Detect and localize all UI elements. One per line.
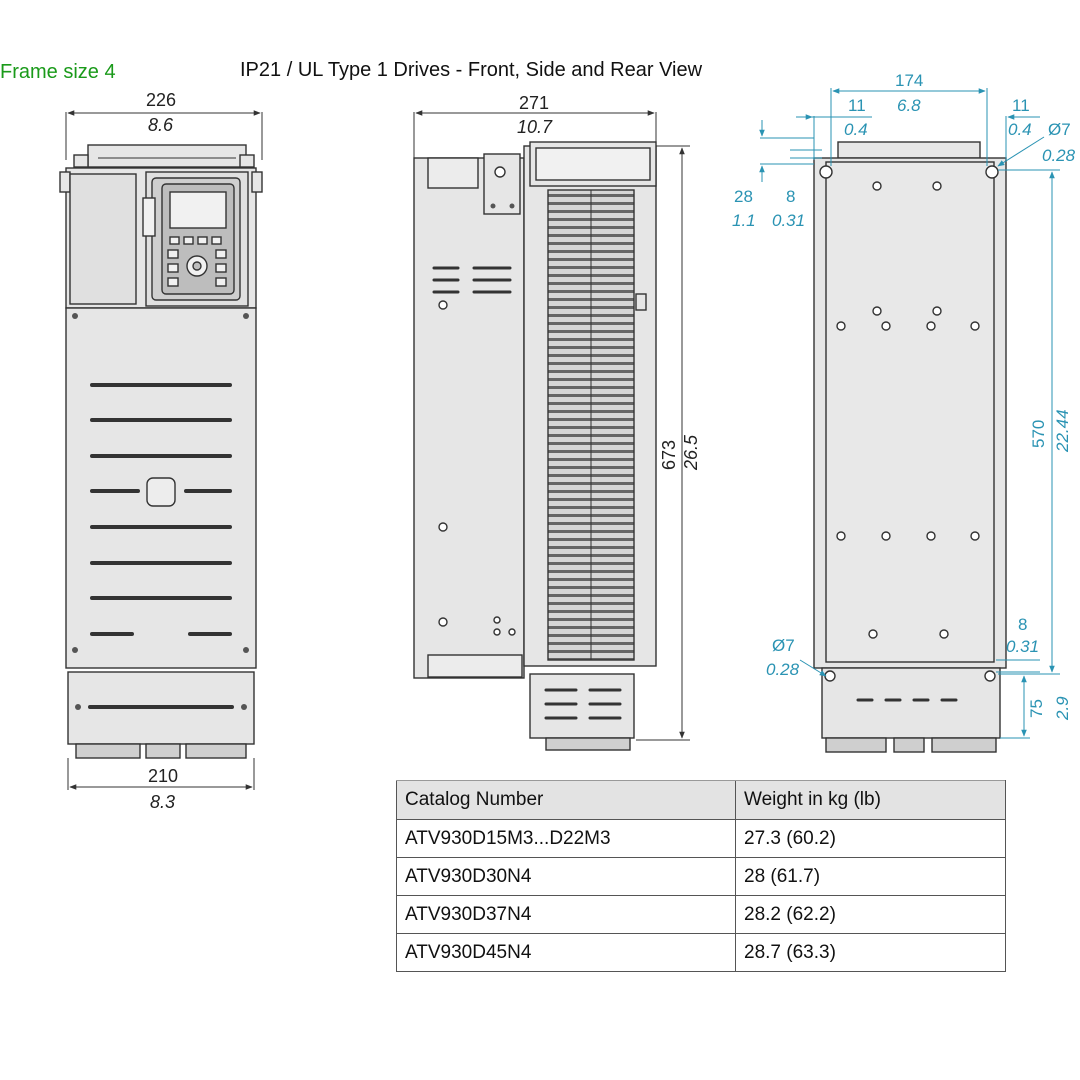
- rear-top-margin-mm: 28: [734, 187, 753, 206]
- table-row: ATV930D45N4 28.7 (63.3): [396, 933, 1006, 972]
- table-header-row: Catalog Number Weight in kg (lb): [396, 780, 1006, 820]
- weight-table-container: Catalog Number Weight in kg (lb) ATV930D…: [396, 780, 1006, 972]
- table-row: ATV930D15M3...D22M3 27.3 (60.2): [396, 819, 1006, 858]
- rear-bottom-margin-mm: 75: [1027, 699, 1046, 718]
- rear-mount-height-in: 22.44: [1053, 409, 1072, 453]
- header-weight: Weight in kg (lb): [735, 780, 1006, 820]
- catalog-number-cell: ATV930D37N4: [396, 895, 736, 934]
- rear-top-slot-mm: 8: [786, 187, 795, 206]
- front-bottom-width-mm: 210: [148, 766, 178, 786]
- weight-cell: 27.3 (60.2): [735, 819, 1006, 858]
- rear-bottom-hole-dia-in: 0.28: [766, 660, 800, 679]
- rear-top-hole-dia-mm: Ø7: [1048, 120, 1071, 139]
- side-height-in: 26.5: [681, 434, 701, 471]
- front-top-width-in: 8.6: [148, 115, 174, 135]
- table-row: ATV930D30N4 28 (61.7): [396, 857, 1006, 896]
- rear-right-offset-mm: 11: [1012, 96, 1030, 115]
- front-view: [59, 110, 263, 790]
- weight-cell: 28.7 (63.3): [735, 933, 1006, 972]
- rear-bottom-slot-in: 0.31: [1006, 637, 1039, 656]
- header-catalog-number: Catalog Number: [396, 780, 736, 820]
- page-title: IP21 / UL Type 1 Drives - Front, Side an…: [240, 59, 703, 81]
- rear-left-offset-in: 0.4: [844, 120, 868, 139]
- rear-width-in: 6.8: [897, 96, 921, 115]
- rear-top-slot-in: 0.31: [772, 211, 805, 230]
- weight-cell: 28.2 (62.2): [735, 895, 1006, 934]
- rear-view: [813, 141, 1007, 753]
- catalog-number-cell: ATV930D45N4: [396, 933, 736, 972]
- catalog-number-cell: ATV930D15M3...D22M3: [396, 819, 736, 858]
- catalog-number-cell: ATV930D30N4: [396, 857, 736, 896]
- rear-mount-height-mm: 570: [1029, 420, 1048, 448]
- front-bottom-width-in: 8.3: [150, 792, 175, 812]
- frame-size-label: Frame size 4: [0, 61, 116, 83]
- side-height-mm: 673: [659, 440, 679, 470]
- side-view: [413, 110, 690, 751]
- rear-left-offset-mm: 11: [848, 96, 866, 115]
- rear-bottom-slot-mm: 8: [1018, 615, 1027, 634]
- front-top-width-mm: 226: [146, 90, 176, 110]
- rear-dimension-lines: [759, 88, 1060, 739]
- rear-top-hole-dia-in: 0.28: [1042, 146, 1076, 165]
- rear-bottom-margin-in: 2.9: [1053, 696, 1072, 721]
- side-depth-in: 10.7: [517, 117, 553, 137]
- rear-top-margin-in: 1.1: [732, 211, 756, 230]
- rear-right-offset-in: 0.4: [1008, 120, 1032, 139]
- weight-cell: 28 (61.7): [735, 857, 1006, 896]
- rear-width-mm: 174: [895, 71, 923, 90]
- side-depth-mm: 271: [519, 93, 549, 113]
- weight-table: Catalog Number Weight in kg (lb) ATV930D…: [396, 780, 1006, 972]
- rear-bottom-hole-dia-mm: Ø7: [772, 636, 795, 655]
- table-row: ATV930D37N4 28.2 (62.2): [396, 895, 1006, 934]
